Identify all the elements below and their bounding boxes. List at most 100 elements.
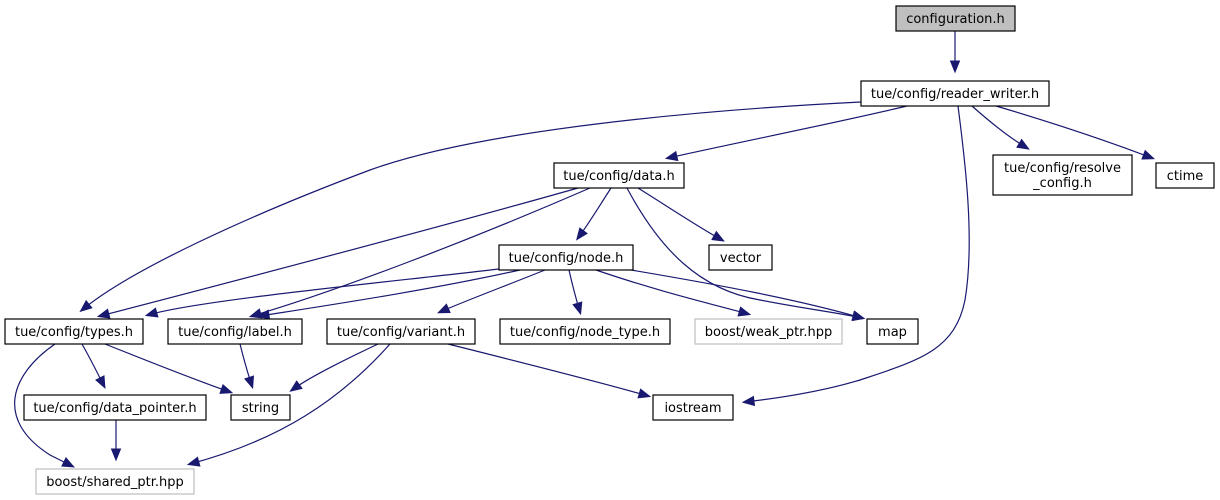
arrowhead-icon	[61, 457, 75, 468]
node-map[interactable]: map	[866, 318, 919, 345]
node-shared-ptr: boost/shared_ptr.hpp	[35, 468, 195, 495]
edge-data-to-vector	[637, 187, 725, 242]
node-box	[895, 5, 1016, 32]
arrowhead-icon	[289, 380, 303, 392]
edge-reader_writer-to-iostream	[741, 105, 970, 407]
edge-node-to-variant	[436, 269, 546, 314]
node-box	[4, 318, 144, 345]
node-box	[694, 318, 843, 345]
node-label: map	[878, 325, 907, 340]
arrowhead-icon	[186, 456, 201, 467]
arrowhead-icon	[637, 388, 652, 399]
edge-line	[630, 269, 863, 319]
node-string[interactable]: string	[230, 394, 291, 421]
edge-line	[667, 105, 908, 159]
node-data-pointer[interactable]: tue/config/data_pointer.h	[23, 394, 207, 421]
node-box	[498, 244, 634, 271]
node-box	[499, 318, 671, 345]
node-label: ctime	[1167, 169, 1204, 184]
node-label: tue/config/label.h	[178, 325, 292, 340]
node-label: configuration.h	[906, 12, 1005, 27]
node-node-type[interactable]: tue/config/node_type.h	[499, 318, 671, 345]
node-label: tue/config/node_type.h	[510, 325, 660, 340]
arrowhead-icon	[737, 306, 752, 317]
node-data[interactable]: tue/config/data.h	[553, 162, 685, 189]
edge-line	[995, 105, 1153, 159]
edges-layer	[14, 31, 1156, 468]
edge-variant-to-shared_ptr	[186, 343, 391, 467]
node-vector[interactable]: vector	[708, 244, 773, 271]
node-box	[860, 80, 1050, 107]
node-label: tue/config/resolve	[1004, 161, 1121, 176]
edge-line	[189, 343, 391, 465]
edge-node-to-label	[256, 269, 521, 320]
edge-reader_writer-to-ctime	[995, 105, 1156, 160]
node-label: _config.h	[1032, 176, 1092, 191]
node-weak-ptr: boost/weak_ptr.hpp	[694, 318, 843, 345]
node-box	[866, 318, 919, 345]
node-node[interactable]: tue/config/node.h	[498, 244, 634, 271]
edge-line	[595, 269, 749, 315]
edge-data_pointer-to-shared_ptr	[110, 420, 122, 462]
edge-data-to-node	[576, 187, 612, 241]
edge-node-to-map	[630, 269, 866, 321]
arrowhead-icon	[572, 301, 583, 316]
node-reader-writer[interactable]: tue/config/reader_writer.h	[860, 80, 1050, 107]
arrowhead-icon	[256, 309, 271, 320]
edge-line	[81, 101, 862, 311]
edge-line	[104, 343, 231, 393]
node-label: tue/config/node.h	[509, 251, 624, 266]
node-iostream[interactable]: iostream	[652, 394, 734, 421]
edge-line	[147, 268, 500, 316]
edge-types-to-data_pointer	[81, 343, 106, 389]
node-configuration[interactable]: configuration.h	[895, 5, 1016, 32]
node-ctime[interactable]: ctime	[1155, 162, 1215, 189]
edge-node-to-weak_ptr	[595, 269, 752, 317]
edge-types-to-string	[104, 343, 234, 394]
arrowhead-icon	[219, 383, 234, 394]
node-label: tue/config/reader_writer.h	[871, 87, 1039, 102]
nodes-layer: configuration.h tue/config/reader_writer.…	[4, 5, 1215, 495]
node-label: tue/config/data_pointer.h	[33, 401, 196, 416]
arrowhead-icon	[664, 150, 679, 162]
edge-data-to-types	[96, 187, 579, 319]
arrowhead-icon	[741, 395, 756, 407]
edge-configuration-to-reader_writer	[949, 31, 961, 74]
node-label: vector	[720, 251, 762, 266]
node-label[interactable]: tue/config/label.h	[167, 318, 303, 345]
node-box	[992, 154, 1133, 196]
edge-label-to-string	[239, 343, 255, 390]
edge-line	[259, 269, 521, 317]
node-box	[708, 244, 773, 271]
edge-line	[251, 187, 591, 317]
edge-line	[99, 187, 579, 317]
edge-line	[637, 187, 723, 241]
arrowhead-icon	[949, 60, 961, 74]
node-label: string	[242, 401, 279, 416]
node-label: tue/config/types.h	[15, 325, 133, 340]
node-types[interactable]: tue/config/types.h	[4, 318, 144, 345]
arrowhead-icon	[1016, 138, 1030, 150]
node-label: boost/shared_ptr.hpp	[46, 475, 184, 490]
node-box	[23, 394, 207, 421]
node-variant[interactable]: tue/config/variant.h	[326, 318, 476, 345]
arrowhead-icon	[96, 308, 111, 319]
edge-reader_writer-to-types	[79, 101, 862, 313]
edge-node-to-types	[144, 268, 500, 318]
edge-variant-to-string	[289, 343, 379, 392]
node-box	[230, 394, 291, 421]
arrowhead-icon	[244, 375, 255, 390]
arrowhead-icon	[79, 299, 93, 313]
node-label: iostream	[664, 401, 721, 416]
edge-line	[291, 343, 379, 391]
arrowhead-icon	[436, 303, 451, 314]
node-box	[35, 468, 195, 495]
arrowhead-icon	[144, 307, 159, 318]
arrowhead-icon	[851, 310, 866, 321]
arrowhead-icon	[711, 230, 725, 242]
edge-types-to-shared_ptr	[14, 343, 75, 468]
node-resolve-config[interactable]: tue/config/resolve_config.h	[992, 154, 1133, 196]
arrowhead-icon	[1141, 149, 1156, 160]
arrowhead-icon	[576, 227, 588, 241]
